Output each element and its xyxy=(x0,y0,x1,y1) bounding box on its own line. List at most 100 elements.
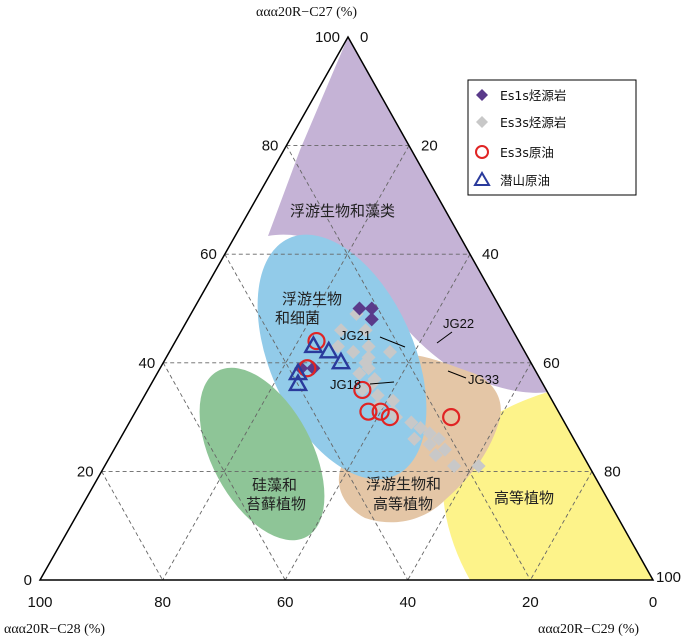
point-series1-23 xyxy=(407,431,422,446)
legend-marker-es3-rock xyxy=(476,116,488,128)
point-series1-4 xyxy=(361,339,376,354)
triangle-frame xyxy=(38,35,655,581)
tick-c27-0: 0 xyxy=(24,572,32,589)
point-series1-3 xyxy=(330,339,345,354)
region-label-diatom-moss-2: 苔藓植物 xyxy=(246,495,306,513)
point-series0-2 xyxy=(364,312,379,327)
point-series3-1 xyxy=(318,340,339,359)
region-label-plankton-bacteria: 浮游生物 xyxy=(282,290,342,308)
data-marks xyxy=(287,301,486,473)
axis-title-c29: ααα20R−C29 (%) xyxy=(538,622,639,637)
point-series1-5 xyxy=(346,344,361,359)
point-series2-3 xyxy=(359,402,378,421)
legend-entry-es3-rock: Es3s烃源岩 xyxy=(476,115,566,130)
point-series1-25 xyxy=(437,442,452,457)
legend-marker-buried-hill-oil xyxy=(473,171,491,186)
grid-line-c28-20 xyxy=(286,145,531,581)
region-diatom-moss xyxy=(199,367,325,541)
region-label-diatom-moss: 硅藻和 xyxy=(252,476,297,494)
tick-labels: 100 80 60 40 20 0 100 80 60 40 20 0 0 20 40 60 80 100 xyxy=(24,29,681,611)
point-series1-13 xyxy=(355,382,370,397)
tick-c27-80: 80 xyxy=(262,138,279,155)
tick-c27-100: 100 xyxy=(315,29,340,46)
legend-label-buried-hill-oil: 潜山原油 xyxy=(500,173,550,188)
label-jg22: JG22 xyxy=(443,316,474,331)
point-series3-4 xyxy=(287,362,309,381)
tick-c28-100: 100 xyxy=(27,594,52,611)
point-series1-21 xyxy=(422,426,437,441)
region-higher-plants xyxy=(442,392,653,580)
arrow-jg21 xyxy=(379,336,406,348)
tick-c29-40: 40 xyxy=(482,246,499,263)
grid-line-c28-80 xyxy=(101,471,163,581)
legend-label-es3-rock: Es3s烃源岩 xyxy=(500,115,566,130)
point-series1-2 xyxy=(358,323,373,338)
region-label-plankton-algae: 浮游生物和藻类 xyxy=(290,202,395,220)
legend-entry-es3-oil: Es3s原油 xyxy=(475,145,554,160)
legend-marker-es1 xyxy=(476,89,488,101)
legend-entry-es1: Es1s烃源岩 xyxy=(476,88,566,103)
legend-entry-buried-hill-oil: 潜山原油 xyxy=(473,171,550,188)
point-series1-9 xyxy=(361,361,376,376)
label-jg33: JG33 xyxy=(468,372,499,387)
grid-line-c28-40 xyxy=(224,253,409,581)
point-series2-5 xyxy=(380,408,399,427)
point-series1-20 xyxy=(413,420,428,435)
arrow-jg18 xyxy=(369,381,395,385)
point-series1-28 xyxy=(471,458,486,473)
arrow-jg33 xyxy=(447,370,467,379)
tick-c29-100: 100 xyxy=(656,569,681,586)
point-series1-24 xyxy=(422,437,437,452)
legend-label-es3-oil: Es3s原油 xyxy=(500,145,554,160)
region-label-plankton-higher-plants-2: 高等植物 xyxy=(373,495,433,513)
arrow-jg22 xyxy=(436,331,453,344)
point-series1-10 xyxy=(352,366,367,381)
tick-c29-0: 0 xyxy=(360,29,368,46)
point-series1-14 xyxy=(370,388,385,403)
label-jg18: JG18 xyxy=(330,377,361,392)
region-label-plankton-higher-plants: 浮游生物和 xyxy=(366,475,441,493)
point-series1-22 xyxy=(431,431,446,446)
point-series1-18 xyxy=(388,410,403,425)
region-label-plankton-bacteria-2: 和细菌 xyxy=(275,309,320,327)
point-series0-0 xyxy=(352,301,367,316)
tick-c28-0: 0 xyxy=(649,594,657,611)
tick-c28-60: 60 xyxy=(277,594,294,611)
legend-label-es1: Es1s烃源岩 xyxy=(500,88,566,103)
tick-c29-80: 80 xyxy=(604,463,621,480)
axis-title-c28: ααα20R−C28 (%) xyxy=(4,622,105,637)
point-series0-1 xyxy=(364,301,379,316)
point-series2-2 xyxy=(353,380,372,400)
point-series1-15 xyxy=(385,393,400,408)
tick-c29-60: 60 xyxy=(543,355,560,372)
point-series2-4 xyxy=(371,402,390,421)
legend-box xyxy=(467,79,637,196)
point-series1-6 xyxy=(383,344,398,359)
point-series1-1 xyxy=(334,323,349,338)
point-series3-0 xyxy=(303,335,324,354)
tick-c28-40: 40 xyxy=(399,594,416,611)
tick-c27-60: 60 xyxy=(200,246,217,263)
point-series1-12 xyxy=(364,377,379,392)
point-series1-26 xyxy=(428,448,443,463)
tick-c29-20: 20 xyxy=(421,138,438,155)
point-series3-3 xyxy=(287,373,309,392)
axis-title-c27: ααα20R−C27 (%) xyxy=(256,5,357,20)
legend: Es1s烃源岩 Es3s烃源岩 Es3s原油 潜山原油 xyxy=(467,79,637,196)
point-series2-6 xyxy=(442,408,461,427)
grid-line-c29-20 xyxy=(162,145,410,581)
sample-annotations: JG21 JG22 JG33 JG18 xyxy=(330,316,499,392)
label-jg21: JG21 xyxy=(340,328,371,343)
point-series1-27 xyxy=(447,458,462,473)
tick-c28-80: 80 xyxy=(154,594,171,611)
point-series0-4 xyxy=(306,361,321,376)
legend-marker-es3-oil xyxy=(475,145,489,159)
tick-c27-20: 20 xyxy=(77,463,94,480)
tick-c27-40: 40 xyxy=(139,355,156,372)
tick-c28-20: 20 xyxy=(522,594,539,611)
point-series1-19 xyxy=(404,415,419,430)
point-series2-0 xyxy=(307,331,326,351)
region-label-higher-plants: 高等植物 xyxy=(494,489,554,507)
